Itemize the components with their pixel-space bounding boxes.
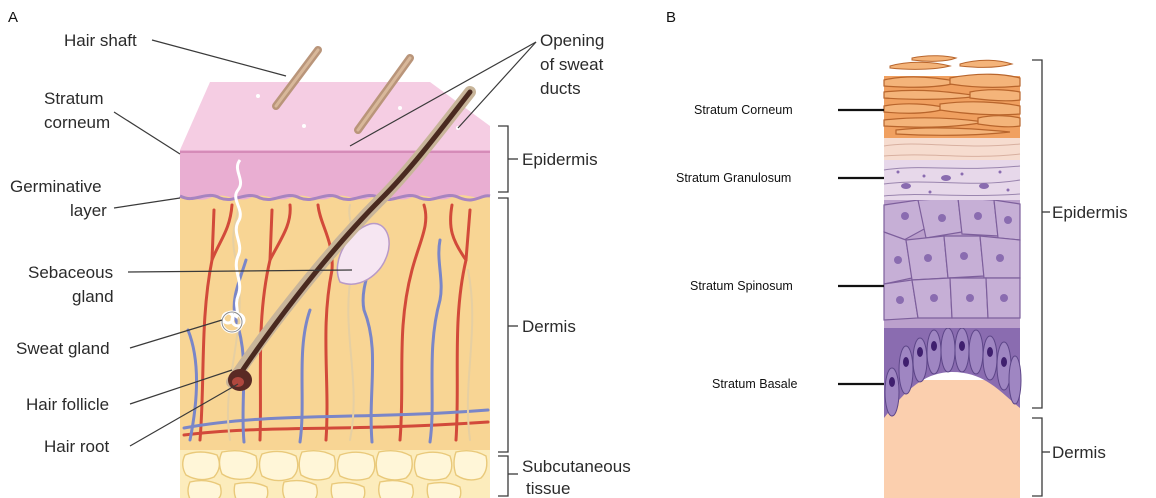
epidermis-illustration (180, 82, 490, 200)
panel-b: B (666, 9, 1128, 498)
label-stratum-corneum-line1: Stratum (44, 89, 104, 108)
panel-b-letter: B (666, 9, 676, 26)
label-epidermis-b: Epidermis (1052, 203, 1128, 222)
label-stratum-corneum-b: Stratum Corneum (694, 103, 793, 117)
label-hair-root: Hair root (44, 437, 109, 456)
label-subcutaneous-line1: Subcutaneous (522, 457, 631, 476)
label-hair-shaft: Hair shaft (64, 31, 137, 50)
label-germinative-line1: Germinative (10, 177, 102, 196)
subcutaneous-tissue-illustration (180, 448, 490, 498)
label-opening-line2: of sweat (540, 55, 604, 74)
panel-a-brackets (498, 126, 518, 496)
label-sweat-gland: Sweat gland (16, 339, 110, 358)
stratum-granulosum-illustration (884, 158, 1020, 200)
label-opening-line1: Opening (540, 31, 604, 50)
label-hair-follicle: Hair follicle (26, 395, 109, 414)
label-opening-line3: ducts (540, 79, 581, 98)
label-sebaceous-line1: Sebaceous (28, 263, 113, 282)
panel-a-letter: A (8, 9, 18, 26)
stratum-lucidum-illustration (884, 136, 1020, 160)
panel-b-brackets (1032, 60, 1050, 496)
label-sebaceous-line2: gland (72, 287, 114, 306)
panel-a: A (8, 9, 631, 498)
label-dermis-a: Dermis (522, 317, 576, 336)
label-stratum-granulosum-b: Stratum Granulosum (676, 171, 791, 185)
stratum-spinosum-illustration (884, 198, 1020, 328)
label-subcutaneous-line2: tissue (526, 479, 570, 498)
dermis-b-illustration (884, 380, 1020, 498)
label-stratum-spinosum-b: Stratum Spinosum (690, 279, 793, 293)
label-stratum-corneum-line2: corneum (44, 113, 110, 132)
label-epidermis-a: Epidermis (522, 150, 598, 169)
label-dermis-b: Dermis (1052, 443, 1106, 462)
label-stratum-basale-b: Stratum Basale (712, 377, 798, 391)
panel-b-leaders (838, 110, 884, 384)
stratum-corneum-illustration (884, 56, 1020, 138)
label-germinative-line2: layer (70, 201, 107, 220)
